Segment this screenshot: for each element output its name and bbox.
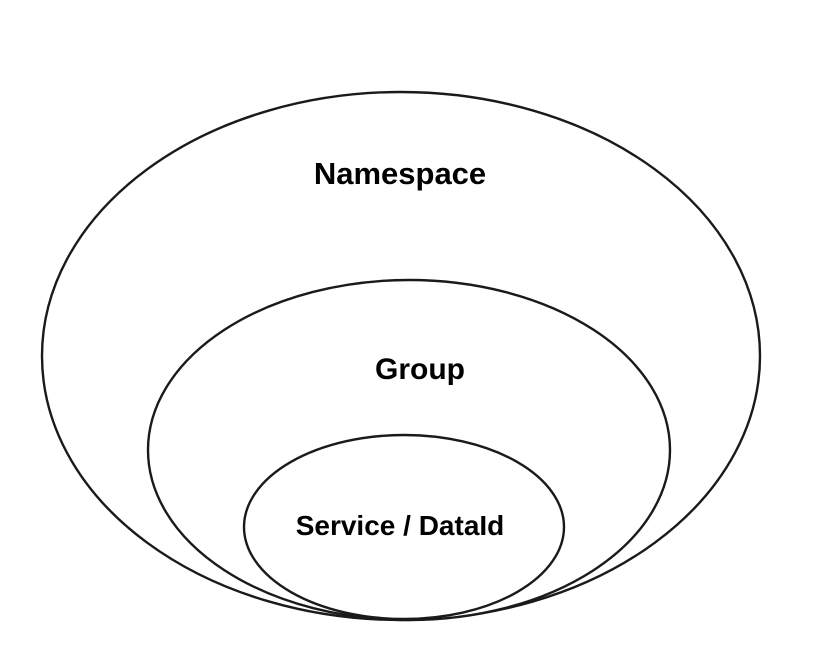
service-dataid-label: Service / DataId <box>296 510 505 541</box>
namespace-label: Namespace <box>314 156 486 191</box>
group-label: Group <box>375 353 465 386</box>
service-dataid-ellipse <box>242 433 566 621</box>
